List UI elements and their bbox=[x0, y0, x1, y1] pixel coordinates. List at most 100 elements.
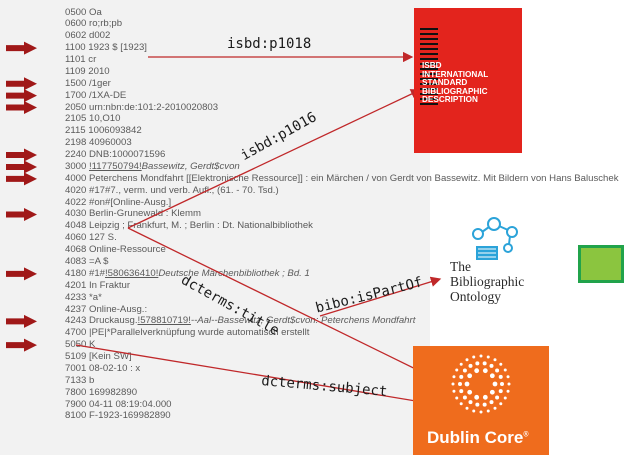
record-line: 4022 #on#[Online-Ausg.] bbox=[65, 197, 171, 208]
record-line-part: 4020 #17#7., verm. und verb. Aufl., (61.… bbox=[65, 184, 279, 196]
isbd-book-line: STANDARD bbox=[422, 78, 468, 88]
record-line: 1101 cr bbox=[65, 54, 96, 65]
isbd-book-line: DESCRIPTION bbox=[422, 95, 478, 105]
record-line-part: 0600 ro;rb;pb bbox=[65, 18, 123, 30]
record-line-part: !580636410! bbox=[105, 267, 159, 279]
record-line: 4083 =A $ bbox=[65, 256, 108, 267]
record-line: 1109 2010 bbox=[65, 66, 110, 77]
record-line: 4243 Druckausg.!578810719!--Aal--Bassewi… bbox=[65, 315, 415, 326]
record-line: 5050 K bbox=[65, 339, 95, 350]
record-line-part: 2050 urn:nbn:de:101:2-2010020803 bbox=[65, 101, 219, 113]
sun-dot bbox=[489, 400, 494, 405]
sun-dot bbox=[482, 394, 488, 400]
left-arrow-icon bbox=[6, 41, 37, 55]
sun-dot bbox=[492, 381, 498, 387]
left-arrow-icon bbox=[6, 314, 37, 328]
sun-dot bbox=[475, 361, 480, 366]
sun-dot bbox=[499, 362, 503, 366]
record-line-part: 4000 Peterchens Mondfahrt [[Elektronisch… bbox=[65, 172, 619, 184]
sun-dot bbox=[507, 382, 511, 386]
isbd-book-strip bbox=[420, 28, 438, 108]
record-line: 4201 In Fraktur bbox=[65, 280, 130, 291]
record-line-part: 4233 *a* bbox=[65, 291, 102, 303]
sun-dot bbox=[468, 400, 473, 405]
record-line-part: 4083 =A $ bbox=[65, 255, 109, 267]
record-line-part: --Aal--Bassewitz, Gerdt$cvon: Peterchens… bbox=[190, 315, 416, 327]
record-line-part: 4030 Berlin-Grunewald : Klemm bbox=[65, 208, 201, 220]
record-line: 2115 1006093842 bbox=[65, 125, 142, 136]
sun-dot bbox=[459, 374, 464, 379]
sun-dot bbox=[462, 395, 467, 400]
record-line-part: 7800 169982890 bbox=[65, 386, 138, 398]
record-line: 5109 [Kein SW] bbox=[65, 351, 132, 362]
arrow-bibo-ispartof bbox=[319, 276, 442, 317]
sun-dot bbox=[455, 368, 459, 372]
record-line-part: 2198 40960003 bbox=[65, 137, 132, 149]
sun-dot bbox=[506, 389, 510, 393]
arrow-isbd-p1016 bbox=[127, 89, 422, 229]
sun-dot bbox=[498, 389, 503, 394]
record-line: 4180 #1#!580636410!Deutsche Märchenbibli… bbox=[65, 268, 310, 279]
left-arrow-icon bbox=[6, 89, 37, 103]
sun-dot bbox=[459, 389, 464, 394]
sun-dot bbox=[475, 402, 480, 407]
arrow-dcterms-subject bbox=[75, 344, 436, 408]
sun-dot bbox=[468, 363, 473, 368]
record-line: 4068 Online-Ressource bbox=[65, 244, 166, 255]
record-line-part: 1700 /1XA-DE bbox=[65, 89, 127, 101]
sun-dot bbox=[464, 381, 470, 387]
left-arrow-icon bbox=[6, 101, 37, 115]
record-line-part: 5109 [Kein SW] bbox=[65, 351, 132, 363]
sun-dot bbox=[493, 358, 497, 362]
isbd-book-line: BIBLIOGRAPHIC bbox=[422, 86, 488, 96]
record-line: 0600 ro;rb;pb bbox=[65, 18, 122, 29]
sun-dot bbox=[506, 375, 510, 379]
record-line: 7800 169982890 bbox=[65, 387, 137, 398]
sun-dot bbox=[452, 375, 456, 379]
record-line-part: 4022 #on#[Online-Ausg.] bbox=[65, 196, 172, 208]
record-line: 7900 04-11 08:19:04.000 bbox=[65, 399, 172, 410]
record-line-part: 0500 Oa bbox=[65, 6, 102, 18]
record-line-part: Bassewitz, Gerdt$cvon bbox=[141, 160, 240, 172]
sun-dot bbox=[474, 394, 480, 400]
sun-dot bbox=[493, 406, 497, 410]
left-arrow-icon bbox=[6, 160, 37, 174]
sun-dot bbox=[482, 361, 487, 366]
left-arrow-icon bbox=[6, 207, 37, 221]
sun-dot bbox=[482, 368, 488, 374]
record-line: 4237 Online-Ausg.: bbox=[65, 304, 147, 315]
record-line-part: 4700 |PE|*Parallelverknüpfung wurde auto… bbox=[65, 327, 310, 339]
record-line-part: 3000 bbox=[65, 160, 90, 172]
record-line-part: 4068 Online-Ressource bbox=[65, 244, 166, 256]
sun-dot bbox=[465, 358, 469, 362]
sun-dot bbox=[451, 382, 455, 386]
sun-dot bbox=[479, 354, 483, 358]
arrow-dcterms-title bbox=[127, 227, 440, 381]
record-line-part: 5050 K bbox=[65, 339, 96, 351]
record-line-part: 1101 cr bbox=[65, 54, 97, 66]
record-line-part: 4048 Leipzig ; Frankfurt, M. ; Berlin : … bbox=[65, 220, 313, 232]
sun-dot bbox=[452, 389, 456, 393]
record-line: 7001 08-02-10 : x bbox=[65, 363, 140, 374]
record-line-part: 2105 10,O10 bbox=[65, 113, 121, 125]
sun-dot bbox=[489, 373, 495, 379]
record-line-part: !117750794! bbox=[89, 160, 142, 172]
sun-dot bbox=[479, 410, 483, 414]
green-box bbox=[578, 245, 624, 283]
record-line-part: 4180 #1# bbox=[65, 267, 106, 279]
record-line-part: 1100 1923 $ [1923] bbox=[65, 42, 147, 54]
record-line: 4020 #17#7., verm. und verb. Aufl., (61.… bbox=[65, 185, 279, 196]
sun-dot bbox=[465, 406, 469, 410]
label-isbd-p1018: isbd:p1018 bbox=[227, 36, 312, 52]
sun-dot bbox=[467, 389, 473, 395]
sun-dot bbox=[495, 395, 500, 400]
record-line-part: Deutsche Märchenbibliothek ; Bd. 1 bbox=[158, 267, 310, 279]
left-arrow-icon bbox=[6, 338, 37, 352]
record-line: 3000 !117750794!Bassewitz, Gerdt$cvon bbox=[65, 161, 240, 172]
marc-record-panel bbox=[0, 0, 430, 455]
bibo-logo-icon bbox=[472, 217, 518, 260]
record-line-part: 2240 DNB:1000071596 bbox=[65, 149, 166, 161]
